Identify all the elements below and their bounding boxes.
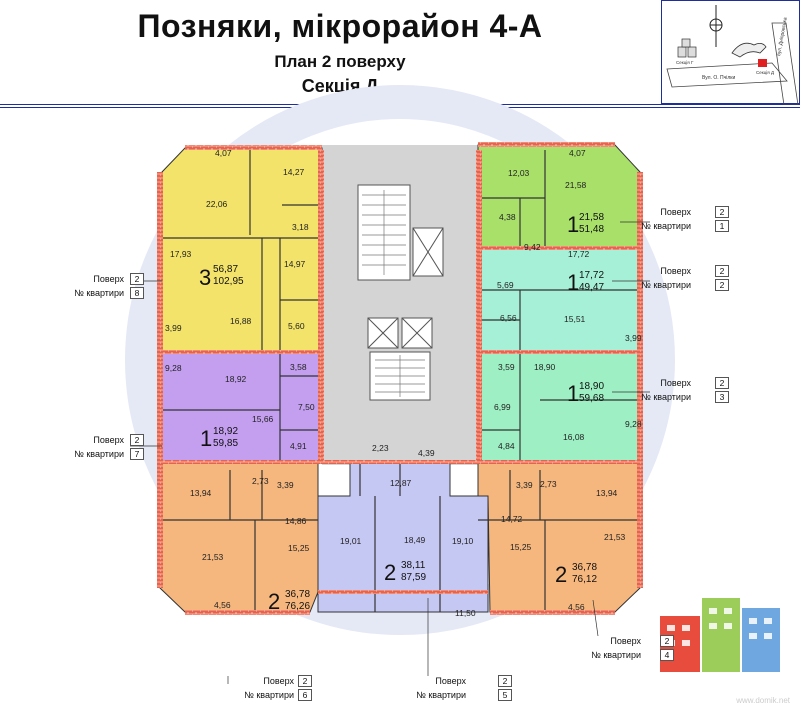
room-area: 6,56	[500, 313, 517, 323]
room-area: 3,99	[625, 333, 642, 343]
apt-1-living: 21,58	[579, 212, 604, 223]
room-area: 9,28	[165, 363, 182, 373]
apt-6-living: 36,78	[285, 589, 310, 600]
room-area: 16,08	[563, 432, 585, 442]
room-area: 22,06	[206, 199, 228, 209]
apt-8-total: 102,95	[213, 276, 244, 287]
room-area: 21,53	[202, 552, 224, 562]
room-area: 4,56	[214, 600, 231, 610]
apt-6-rooms: 2	[268, 589, 280, 614]
room-area: 2,73	[540, 479, 557, 489]
room-area: 15,25	[288, 543, 310, 553]
room-area: 13,94	[190, 488, 212, 498]
apt-7-rooms: 1	[200, 426, 212, 451]
room-area: 18,49	[404, 535, 426, 545]
room-area: 14,86	[285, 516, 307, 526]
room-area: 18,90	[534, 362, 556, 372]
room-area: 19,01	[340, 536, 362, 546]
room-area: 16,88	[230, 316, 252, 326]
apt-1-total: 51,48	[579, 224, 604, 235]
apt-5-total: 87,59	[401, 572, 426, 583]
room-area: 15,51	[564, 314, 586, 324]
apt-2-living: 17,72	[579, 270, 604, 281]
watermark-text: www.domik.net	[736, 696, 790, 705]
room-area: 12,03	[508, 168, 530, 178]
map-label-section-g: Секція Г	[676, 60, 694, 65]
page-title: Позняки, мікрорайон 4-А	[137, 8, 543, 44]
apt-8-living: 56,87	[213, 264, 238, 275]
room-area: 14,27	[283, 167, 305, 177]
room-area: 15,25	[510, 542, 532, 552]
room-area: 5,60	[288, 321, 305, 331]
room-area: 4,07	[569, 148, 586, 158]
section-marker	[758, 59, 767, 67]
apt-2-rooms: 1	[567, 270, 579, 295]
watermark-emblem	[125, 85, 675, 635]
room-area: 14,97	[284, 259, 306, 269]
room-area: 3,59	[498, 362, 515, 372]
room-area: 3,18	[292, 222, 309, 232]
room-area: 2,23	[372, 443, 389, 453]
room-area: 4,91	[290, 441, 307, 451]
apt-3-total: 59,68	[579, 393, 604, 404]
room-area: 19,10	[452, 536, 474, 546]
map-label-street-a: Вул. О. Пчілки	[702, 75, 735, 81]
apt-3-rooms: 1	[567, 381, 579, 406]
room-area: 6,99	[494, 402, 511, 412]
room-area: 11,50	[455, 608, 476, 618]
room-area: 7,50	[298, 402, 315, 412]
building-logo-icon	[660, 598, 780, 672]
room-area: 9,28	[625, 419, 642, 429]
apt-7-living: 18,92	[213, 426, 238, 437]
apartment-summaries: 1 21,58 51,48 1 17,72 49,47 1 18,90 59,6…	[199, 212, 604, 614]
apt-6-total: 76,26	[285, 601, 310, 612]
room-area: 3,99	[165, 323, 182, 333]
room-area: 12,87	[390, 478, 412, 488]
room-areas: 4,07 14,27 22,06 3,18 17,93 14,97 3,99 1…	[165, 148, 642, 618]
room-area: 9,42	[524, 242, 541, 252]
room-area: 4,38	[499, 212, 516, 222]
location-map-drawing: Секція Г Секція Д Вул. О. Пчілки вул. Дн…	[666, 5, 799, 105]
apt-4-living: 36,78	[572, 562, 597, 573]
apt-2-total: 49,47	[579, 282, 604, 293]
room-area: 4,39	[418, 448, 435, 458]
room-area: 3,39	[277, 480, 294, 490]
apt-4-total: 76,12	[572, 574, 597, 585]
room-area: 2,73	[252, 476, 269, 486]
apt-8-rooms: 3	[199, 265, 211, 290]
room-area: 15,66	[252, 414, 274, 424]
apt-4-rooms: 2	[555, 562, 567, 587]
map-label-section-d: Секція Д	[756, 70, 774, 75]
apt-5-living: 38,11	[401, 560, 426, 571]
room-area: 21,58	[565, 180, 587, 190]
room-area: 18,92	[225, 374, 247, 384]
room-area: 4,84	[498, 441, 515, 451]
apt-1-rooms: 1	[567, 212, 579, 237]
apt-5-rooms: 2	[384, 560, 396, 585]
room-area: 3,58	[290, 362, 307, 372]
room-area: 17,93	[170, 249, 192, 259]
apt-3-living: 18,90	[579, 381, 604, 392]
room-area: 14,72	[501, 514, 523, 524]
room-area: 4,56	[568, 602, 585, 612]
apt-7-total: 59,85	[213, 438, 238, 449]
room-area: 13,94	[596, 488, 618, 498]
leader-lines	[130, 221, 650, 684]
header: Позняки, мікрорайон 4-А План 2 поверху С…	[0, 0, 800, 108]
room-area: 3,39	[516, 480, 533, 490]
apartment-5	[317, 461, 489, 613]
stair-upper-steps	[362, 190, 406, 275]
brick-walls	[157, 142, 643, 615]
location-map: Секція Г Секція Д Вул. О. Пчілки вул. Дн…	[661, 0, 800, 105]
room-area: 5,69	[497, 280, 514, 290]
room-area: 4,07	[215, 148, 232, 158]
room-area: 21,53	[604, 532, 626, 542]
floor-plan-subtitle: План 2 поверху	[274, 52, 406, 71]
room-area: 17,72	[568, 249, 590, 259]
